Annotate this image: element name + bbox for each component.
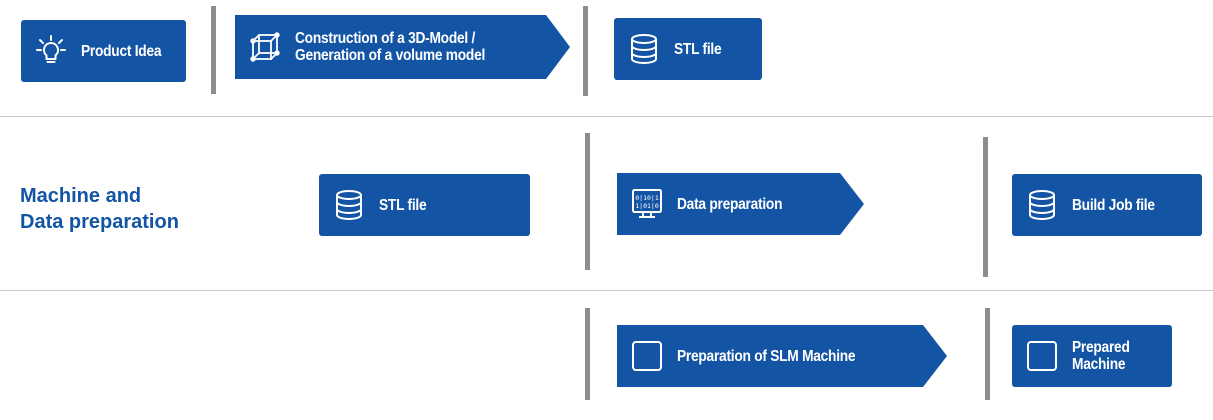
product-idea-label: Product Idea <box>81 42 162 60</box>
stl-file-label: STL file <box>674 40 722 58</box>
monitor-binary-icon: 0|10|1 1|01|0 <box>629 186 665 222</box>
separator <box>211 6 216 94</box>
row-label-line1: Machine and <box>20 185 142 207</box>
prepared-machine-line1: Prepared <box>1072 339 1130 356</box>
construction-box: Construction of a 3D-Model / Generation … <box>235 15 570 79</box>
construction-label: Construction of a 3D-Model / Generation … <box>295 30 485 64</box>
3d-cube-icon <box>247 29 283 65</box>
stl-file-box-middle: STL file <box>319 174 530 236</box>
prepared-machine-label: Prepared Machine <box>1072 339 1130 373</box>
build-job-file-label: Build Job file <box>1072 196 1155 214</box>
separator <box>585 133 590 270</box>
row-divider-2 <box>0 290 1213 291</box>
construction-label-line1: Construction of a 3D-Model / <box>295 30 476 47</box>
separator <box>585 308 590 400</box>
data-preparation-box: 0|10|1 1|01|0 Data preparation <box>617 173 864 235</box>
database-icon <box>626 31 662 67</box>
stl-file-label: STL file <box>379 196 427 214</box>
prepared-machine-line2: Machine <box>1072 356 1126 373</box>
separator <box>985 308 990 400</box>
row-divider-1 <box>0 116 1213 117</box>
construction-label-line2: Generation of a volume model <box>295 47 486 64</box>
svg-text:1|01|0: 1|01|0 <box>635 202 659 210</box>
separator <box>583 6 588 96</box>
preparation-slm-machine-label: Preparation of SLM Machine <box>677 347 856 365</box>
stl-file-box-top: STL file <box>614 18 762 80</box>
product-idea-box: Product Idea <box>21 20 186 82</box>
database-icon <box>331 187 367 223</box>
build-job-file-box: Build Job file <box>1012 174 1202 236</box>
row-label-line2: Data preparation <box>20 211 179 233</box>
row-label-machine-data-preparation: Machine and Data preparation <box>20 183 179 235</box>
svg-text:0|10|1: 0|10|1 <box>635 194 659 202</box>
preparation-slm-machine-box: Preparation of SLM Machine <box>617 325 947 387</box>
data-preparation-label: Data preparation <box>677 195 783 213</box>
square-icon <box>629 338 665 374</box>
database-icon <box>1024 187 1060 223</box>
separator <box>983 137 988 277</box>
square-icon <box>1024 338 1060 374</box>
lightbulb-icon <box>33 33 69 69</box>
prepared-machine-box: Prepared Machine <box>1012 325 1172 387</box>
